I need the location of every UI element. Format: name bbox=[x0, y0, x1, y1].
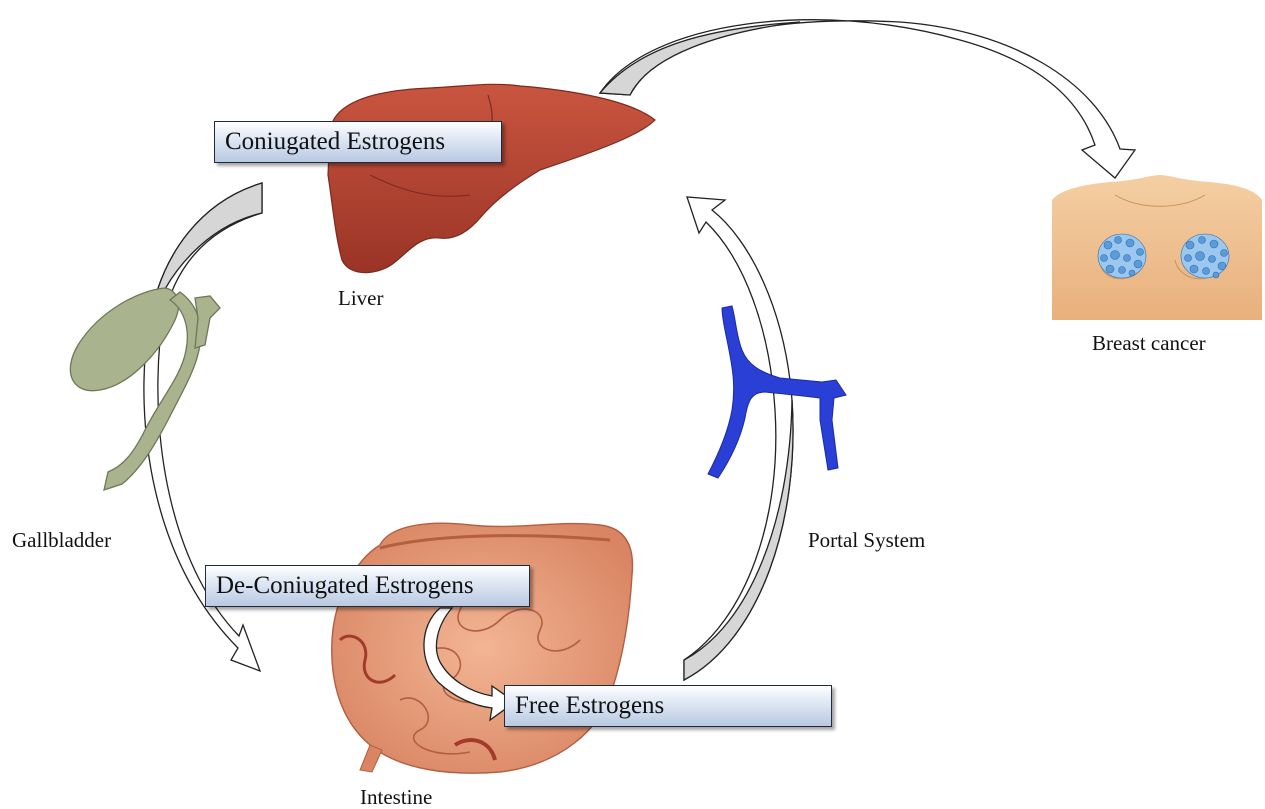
conjugated-estrogens-box: Coniugated Estrogens bbox=[214, 121, 502, 163]
intestine-illustration bbox=[332, 523, 633, 773]
tumor-dots-right bbox=[1181, 234, 1229, 278]
intestine-label: Intestine bbox=[360, 785, 432, 809]
breast-cancer-illustration bbox=[1052, 175, 1262, 320]
arrow-liver-to-breast bbox=[600, 20, 1135, 178]
gallbladder-label: Gallbladder bbox=[12, 528, 111, 553]
liver-label: Liver bbox=[338, 286, 383, 311]
tumor-dots-left bbox=[1098, 234, 1146, 278]
free-estrogens-box: Free Estrogens bbox=[504, 685, 832, 727]
breast-cancer-label: Breast cancer bbox=[1092, 331, 1206, 356]
portal-system-label: Portal System bbox=[808, 528, 925, 553]
deconjugated-estrogens-box: De-Coniugated Estrogens bbox=[205, 565, 530, 607]
liver-illustration bbox=[328, 84, 655, 272]
